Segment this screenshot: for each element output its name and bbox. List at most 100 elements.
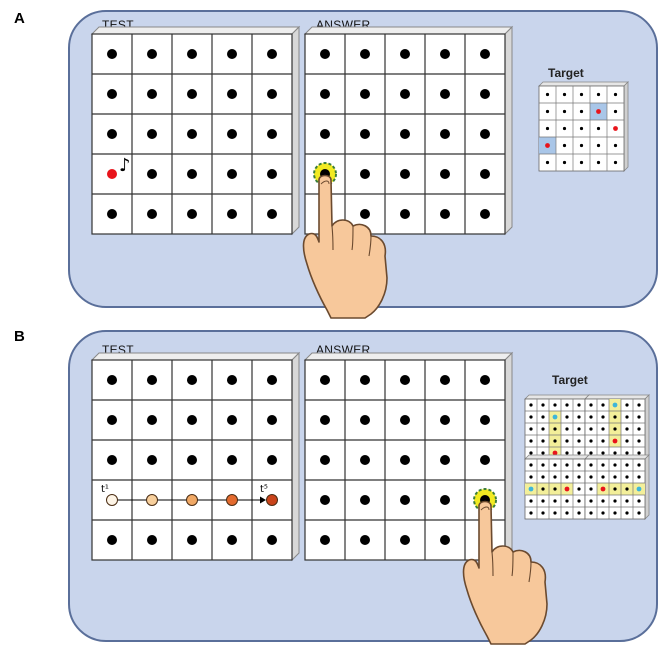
panel-b-target-grid-2-dot xyxy=(625,403,629,407)
panel-b-target-grid-4-dot xyxy=(589,463,593,467)
panel-b-test-grid-side-face xyxy=(291,351,300,562)
panel-a-target-grid-dot xyxy=(596,160,601,165)
panel-b-target-grid-3-top-face xyxy=(524,454,590,460)
panel-b-target-grid-2-dot xyxy=(613,415,617,419)
panel-b-target-grid-4-dot xyxy=(601,511,605,515)
panel-b-target-grid-3-dot xyxy=(553,511,557,515)
panel-b-target-grid-4-dot xyxy=(589,511,593,515)
panel-a-target-grid-dot xyxy=(562,160,567,165)
panel-b-target-grid-2-dot xyxy=(625,439,629,443)
panel-b-test-dot-r4c3 xyxy=(227,535,237,545)
panel-a-target-grid-dot xyxy=(545,143,550,148)
panel-b-answer-dot-r1c0 xyxy=(320,415,330,425)
panel-b-answer-dot-r0c0 xyxy=(320,375,330,385)
panel-a-target-grid-dot xyxy=(545,109,550,114)
panel-a-test-dot-r0c2 xyxy=(187,49,197,59)
panel-a-target-grid-dot xyxy=(579,160,584,165)
panel-a-test-dot-r3c1 xyxy=(147,169,157,179)
panel-a-test-dot-r2c0 xyxy=(107,129,117,139)
panel-a-answer-dot-r1c3 xyxy=(440,89,450,99)
panel-a-test-dot-r1c2 xyxy=(187,89,197,99)
panel-b-target-grid-1-dot xyxy=(565,451,569,455)
panel-b-test-dot-r2c3 xyxy=(227,455,237,465)
panel-b-sequence-dot-4 xyxy=(226,494,238,506)
panel-b-answer-dot-r0c3 xyxy=(440,375,450,385)
panel-b-target-grid-3-dot xyxy=(553,499,557,503)
panel-a-test-dot-r2c3 xyxy=(227,129,237,139)
panel-b-test-dot-r1c2 xyxy=(187,415,197,425)
panel-b-test-dot-r4c2 xyxy=(187,535,197,545)
panel-a-answer-dot-r3c3 xyxy=(440,169,450,179)
panel-b-target-grid-1-dot xyxy=(529,427,533,431)
panel-b-target-grid-1-dot xyxy=(553,439,557,443)
panel-b-answer-dot-r3c1 xyxy=(360,495,370,505)
panel-b-target-grid-1-dot xyxy=(553,403,557,407)
panel-b-target-grid-1-dot xyxy=(529,403,533,407)
panel-b-target-grid-4 xyxy=(584,454,650,520)
panel-b-target-grid-2-dot xyxy=(637,451,641,455)
panel-b-target-grid-4-dot xyxy=(589,499,593,503)
panel-b-test-dot-r1c0 xyxy=(107,415,117,425)
panel-b-target-grid-2-dot xyxy=(613,451,617,455)
panel-b-target-grid-2-dot xyxy=(625,415,629,419)
panel-a-pointing-hand-knuckle-1 xyxy=(331,225,334,251)
panel-b-target-grid-3-dot xyxy=(565,463,569,467)
panel-b-target-grid-2-side-face xyxy=(644,394,650,460)
panel-a-test-dot-r0c0 xyxy=(107,49,117,59)
panel-b-target-grid-2-dot xyxy=(625,427,629,431)
panel-b-target-grid-2-dot xyxy=(589,439,593,443)
panel-b-target-grid-1-dot xyxy=(541,403,545,407)
panel-b-answer-dot-r2c0 xyxy=(320,455,330,465)
panel-a-target-grid-dot xyxy=(579,126,584,131)
panel-a-test-dot-r1c1 xyxy=(147,89,157,99)
panel-b-answer-dot-r2c1 xyxy=(360,455,370,465)
panel-a-test-dot-r4c1 xyxy=(147,209,157,219)
panel-a-answer-grid-side-face xyxy=(504,25,513,236)
panel-a-target-grid-dot xyxy=(562,109,567,114)
panel-b-test-dot-r4c1 xyxy=(147,535,157,545)
panel-b-target-grid-1-dot xyxy=(552,414,558,420)
panel-b-target-grid-4-dot xyxy=(613,463,617,467)
panel-a-test-dot-r3c2 xyxy=(187,169,197,179)
panel-b-target-grid-4-top-face xyxy=(584,454,650,460)
panel-b-target-grid-4-dot xyxy=(636,486,642,492)
panel-b-test-dot-r0c0 xyxy=(107,375,117,385)
panel-b-test-dot-r4c4 xyxy=(267,535,277,545)
panel-b-target-grid-3-dot xyxy=(565,475,569,479)
panel-b-target-grid-1-dot xyxy=(529,415,533,419)
panel-b-target-grid-4-side-face xyxy=(644,454,650,520)
panel-b-target-grid-3 xyxy=(524,454,590,520)
panel-a-test-dot-r0c4 xyxy=(267,49,277,59)
panel-a-test-dot-r4c2 xyxy=(187,209,197,219)
panel-b-answer-dot-r3c3 xyxy=(440,495,450,505)
panel-a-test-dot-r4c4 xyxy=(267,209,277,219)
panel-b-target-grid-3-dot xyxy=(577,463,581,467)
panel-b-target-grid-1-dot xyxy=(552,450,558,456)
panel-a-answer-dot-r2c2 xyxy=(400,129,410,139)
panel-b-sequence-arrow-head xyxy=(260,496,266,504)
panel-b-target-grid-3-dot xyxy=(565,511,569,515)
panel-b-test-grid-top-face xyxy=(90,352,301,361)
panel-a-pointing-hand-knuckle-3 xyxy=(368,235,372,257)
panel-b-target-grid-3-dot xyxy=(541,511,545,515)
panel-a-answer-dot-r0c0 xyxy=(320,49,330,59)
panel-a-target-grid-dot xyxy=(613,160,618,165)
panel-b-target-grid-4-dot xyxy=(601,463,605,467)
panel-a-target-grid-dot xyxy=(562,126,567,131)
panel-b-answer-dot-r0c1 xyxy=(360,375,370,385)
panel-a-letter: A xyxy=(14,10,25,27)
panel-a-answer-dot-r4c4 xyxy=(480,209,490,219)
panel-b-target-grid-3-dot xyxy=(565,499,569,503)
panel-a-pointing-hand xyxy=(302,174,388,319)
panel-a-test-dot-r3c0 xyxy=(107,169,117,179)
panel-a-target-grid-dot xyxy=(562,92,567,97)
panel-b-target-grid-1-dot xyxy=(565,415,569,419)
panel-b-target-grid-1-dot xyxy=(577,439,581,443)
panel-b-target-grid-4-dot xyxy=(625,511,629,515)
panel-a-answer-dot-r1c1 xyxy=(360,89,370,99)
panel-b-target-grid-2-dot xyxy=(637,439,641,443)
panel-b-target-grid-3-dot xyxy=(529,499,533,503)
panel-b-target-grid-3-dot xyxy=(577,487,581,491)
panel-b-target-grid-3-dot xyxy=(529,511,533,515)
panel-b-sequence-dot-1 xyxy=(106,494,118,506)
